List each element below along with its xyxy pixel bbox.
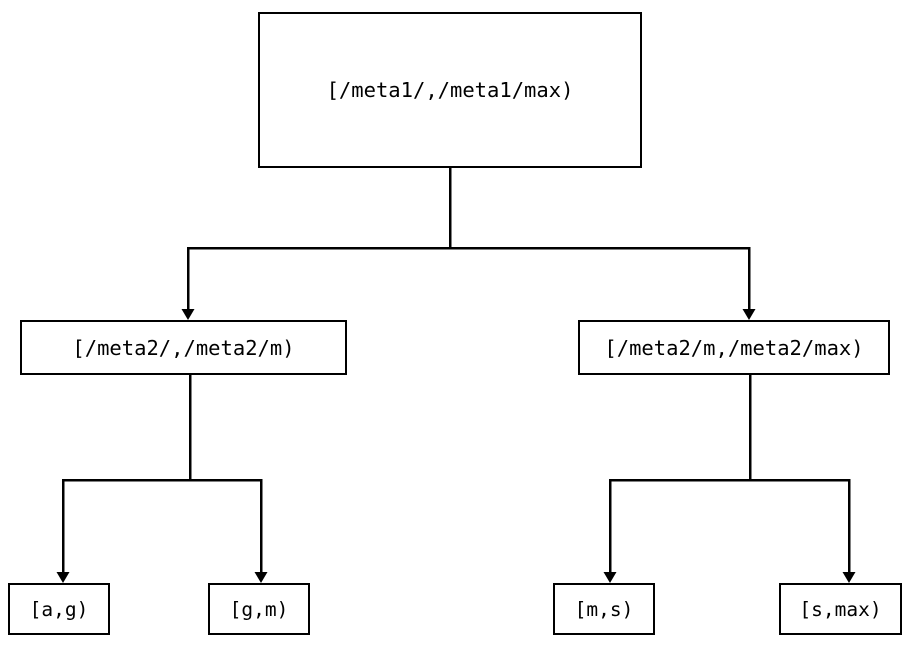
arrowhead-to-mid-right	[742, 309, 756, 320]
arrowhead-to-leaf-smax	[842, 572, 856, 583]
arrowhead-to-leaf-ag	[56, 572, 70, 583]
arrowhead-to-leaf-ms	[603, 572, 617, 583]
tree-node-mid-right-label: [/meta2/m,/meta2/max)	[604, 335, 864, 360]
tree-node-root-label: [/meta1/,/meta1/max)	[326, 78, 574, 102]
edge-mid-right-to-leaf-smax-path	[748, 375, 851, 572]
edge-root-to-mid-right-path	[448, 168, 751, 309]
tree-node-mid-left-label: [/meta2/,/meta2/m)	[72, 335, 295, 360]
tree-node-leaf-ag[interactable]: [a,g)	[8, 583, 110, 635]
edge-root-to-mid-left-path	[186, 168, 452, 309]
tree-node-leaf-smax[interactable]: [s,max)	[779, 583, 902, 635]
tree-node-root[interactable]: [/meta1/,/meta1/max)	[258, 12, 642, 168]
arrowhead-to-leaf-gm	[254, 572, 268, 583]
tree-node-leaf-ms-label: [m,s)	[574, 597, 634, 621]
tree-node-leaf-gm[interactable]: [g,m)	[208, 583, 310, 635]
edge-mid-right-to-leaf-ms-path	[608, 375, 752, 572]
tree-node-mid-right[interactable]: [/meta2/m,/meta2/max)	[578, 320, 890, 375]
edge-mid-left-to-leaf-gm-path	[188, 375, 263, 572]
arrowhead-to-mid-left	[181, 309, 195, 320]
tree-node-leaf-gm-label: [g,m)	[229, 597, 289, 621]
tree-node-mid-left[interactable]: [/meta2/,/meta2/m)	[20, 320, 347, 375]
tree-node-leaf-ms[interactable]: [m,s)	[553, 583, 655, 635]
tree-node-leaf-ag-label: [a,g)	[29, 597, 89, 621]
tree-node-leaf-smax-label: [s,max)	[799, 597, 882, 621]
edge-mid-left-to-leaf-ag-path	[61, 375, 192, 572]
